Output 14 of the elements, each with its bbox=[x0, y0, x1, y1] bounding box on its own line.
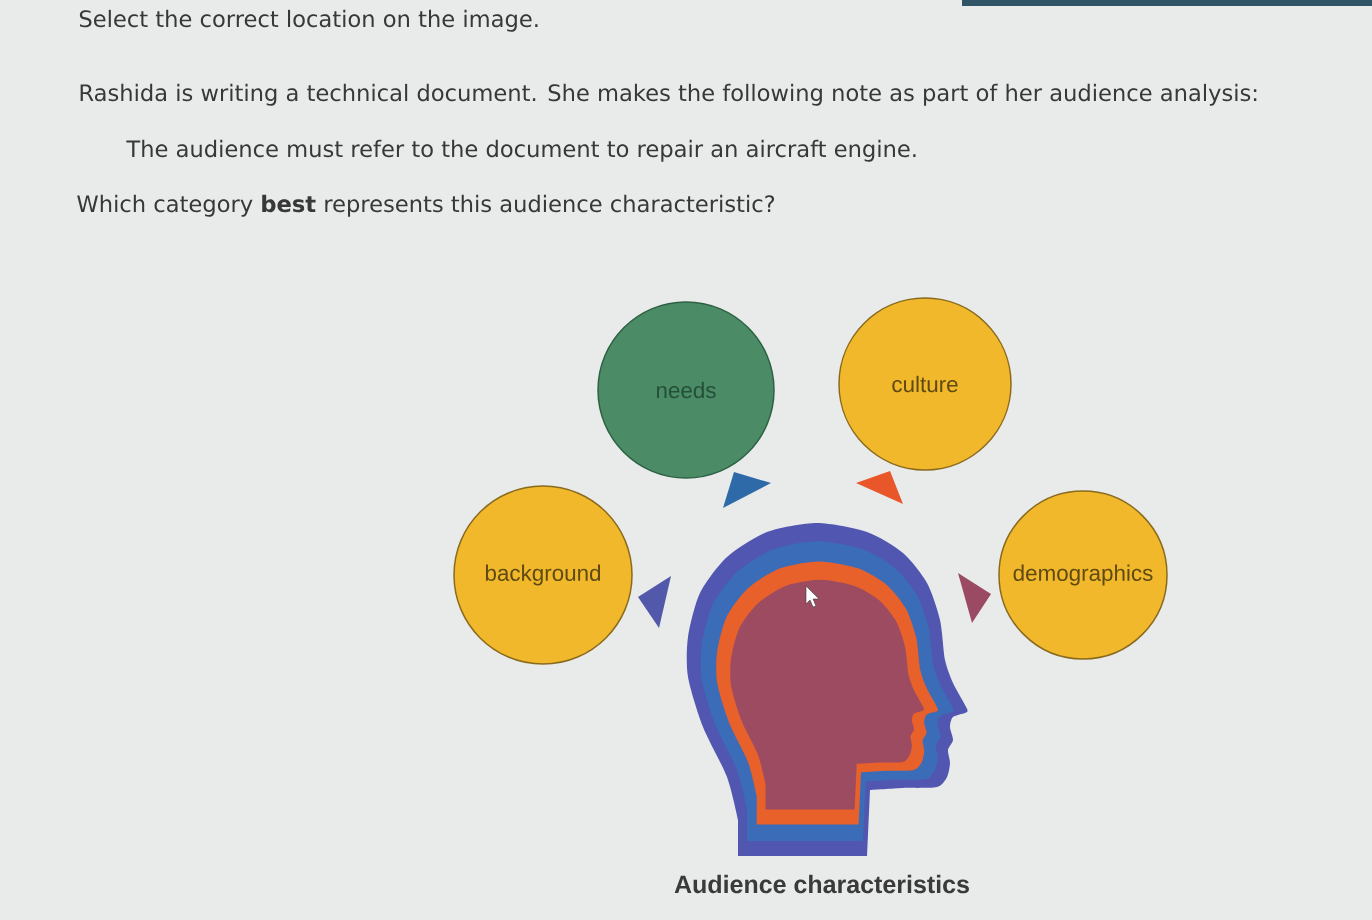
note-text: The audience must refer to the document to repair an aircraft engine. bbox=[126, 139, 916, 162]
circle-node: background bbox=[453, 485, 633, 665]
triangle bbox=[958, 573, 991, 623]
question-text: Which category best represents this audience characteristic? bbox=[77, 194, 775, 217]
instruction-text: Select the correct location on the image. bbox=[79, 9, 538, 32]
triangle bbox=[856, 471, 903, 504]
triangle bbox=[638, 576, 671, 628]
triangle bbox=[723, 472, 771, 508]
head-illustration bbox=[686, 523, 968, 856]
caption: Audience characteristics bbox=[674, 874, 969, 894]
circle-node: culture bbox=[838, 297, 1012, 471]
circle-node: needs bbox=[597, 301, 775, 479]
prompt-text: Rashida is writing a technical document. She makes the following note as part of her audience analysis: bbox=[80, 83, 1257, 106]
circle-node: demographics bbox=[998, 490, 1168, 660]
